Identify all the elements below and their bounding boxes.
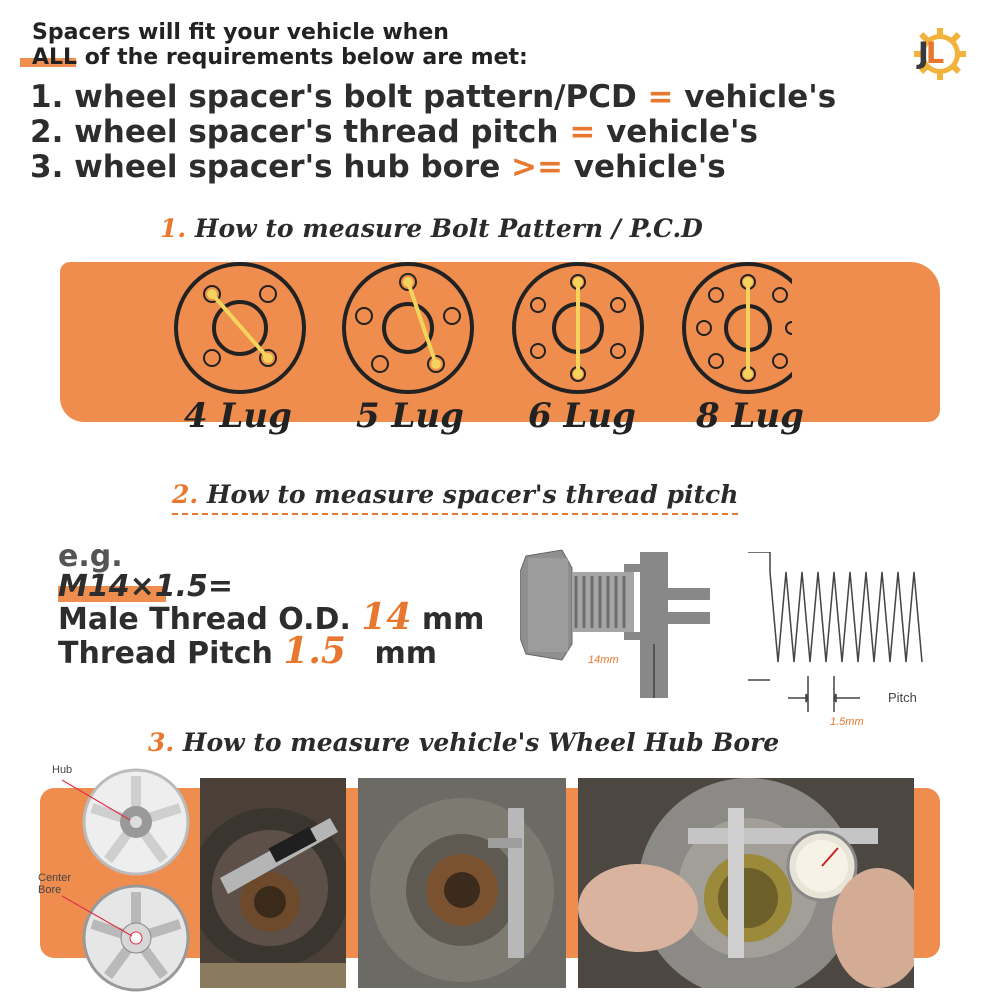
intro-line-2: ALL of the requirements below are met: — [32, 45, 528, 70]
wheel-diagram — [36, 762, 196, 992]
pitch-diagram-value: 1.5mm — [830, 716, 864, 728]
lug-5-label: 5 Lug — [356, 396, 464, 436]
section-1-title: 1. How to measure Bolt Pattern / P.C.D — [160, 214, 703, 243]
section-2-title: 2. How to measure spacer's thread pitch — [172, 480, 739, 515]
thread-pitch: Thread Pitch 1.5 mm — [58, 630, 437, 672]
od-value: 14 — [361, 596, 412, 638]
lug-diagrams — [172, 260, 814, 410]
eg-label: e.g. — [58, 539, 123, 574]
thread-pitch-diagram — [748, 551, 948, 712]
center-bore-label: Center Bore — [38, 872, 72, 896]
caliper-hub-photo-3 — [578, 778, 914, 988]
requirement-1: 1. wheel spacer's bolt pattern/PCD = veh… — [30, 79, 837, 115]
lug-5-diagram — [342, 262, 474, 394]
intro-text: Spacers will fit your vehicle when ALL o… — [20, 20, 528, 70]
lug-6-diagram — [512, 262, 644, 394]
requirement-3: 3. wheel spacer's hub bore >= vehicle's — [30, 149, 726, 185]
gear-logo-icon: JL JL — [912, 26, 968, 82]
hub-label: Hub — [52, 764, 73, 776]
lug-4-label: 4 Lug — [184, 396, 292, 436]
requirement-2: 2. wheel spacer's thread pitch = vehicle… — [30, 114, 758, 150]
male-thread-od: Male Thread O.D. 14 mm — [58, 596, 485, 638]
lug-4-diagram — [174, 262, 306, 394]
lug-8-diagram — [682, 262, 814, 394]
caliper-note: 14mm — [588, 654, 619, 666]
lug-8-label: 8 Lug — [696, 396, 804, 436]
caliper-hub-photo-2 — [358, 778, 566, 988]
pitch-label: Pitch — [888, 690, 917, 705]
section-3-title: 3. How to measure vehicle's Wheel Hub Bo… — [148, 728, 780, 757]
lug-6-label: 6 Lug — [528, 396, 636, 436]
thread-spec: M14×1.5= — [58, 569, 234, 604]
caliper-bolt-illustration — [519, 548, 720, 698]
intro-line-1: Spacers will fit your vehicle when — [32, 20, 449, 45]
pitch-value: 1.5 — [283, 630, 346, 672]
caliper-hub-photo-1 — [200, 778, 346, 988]
